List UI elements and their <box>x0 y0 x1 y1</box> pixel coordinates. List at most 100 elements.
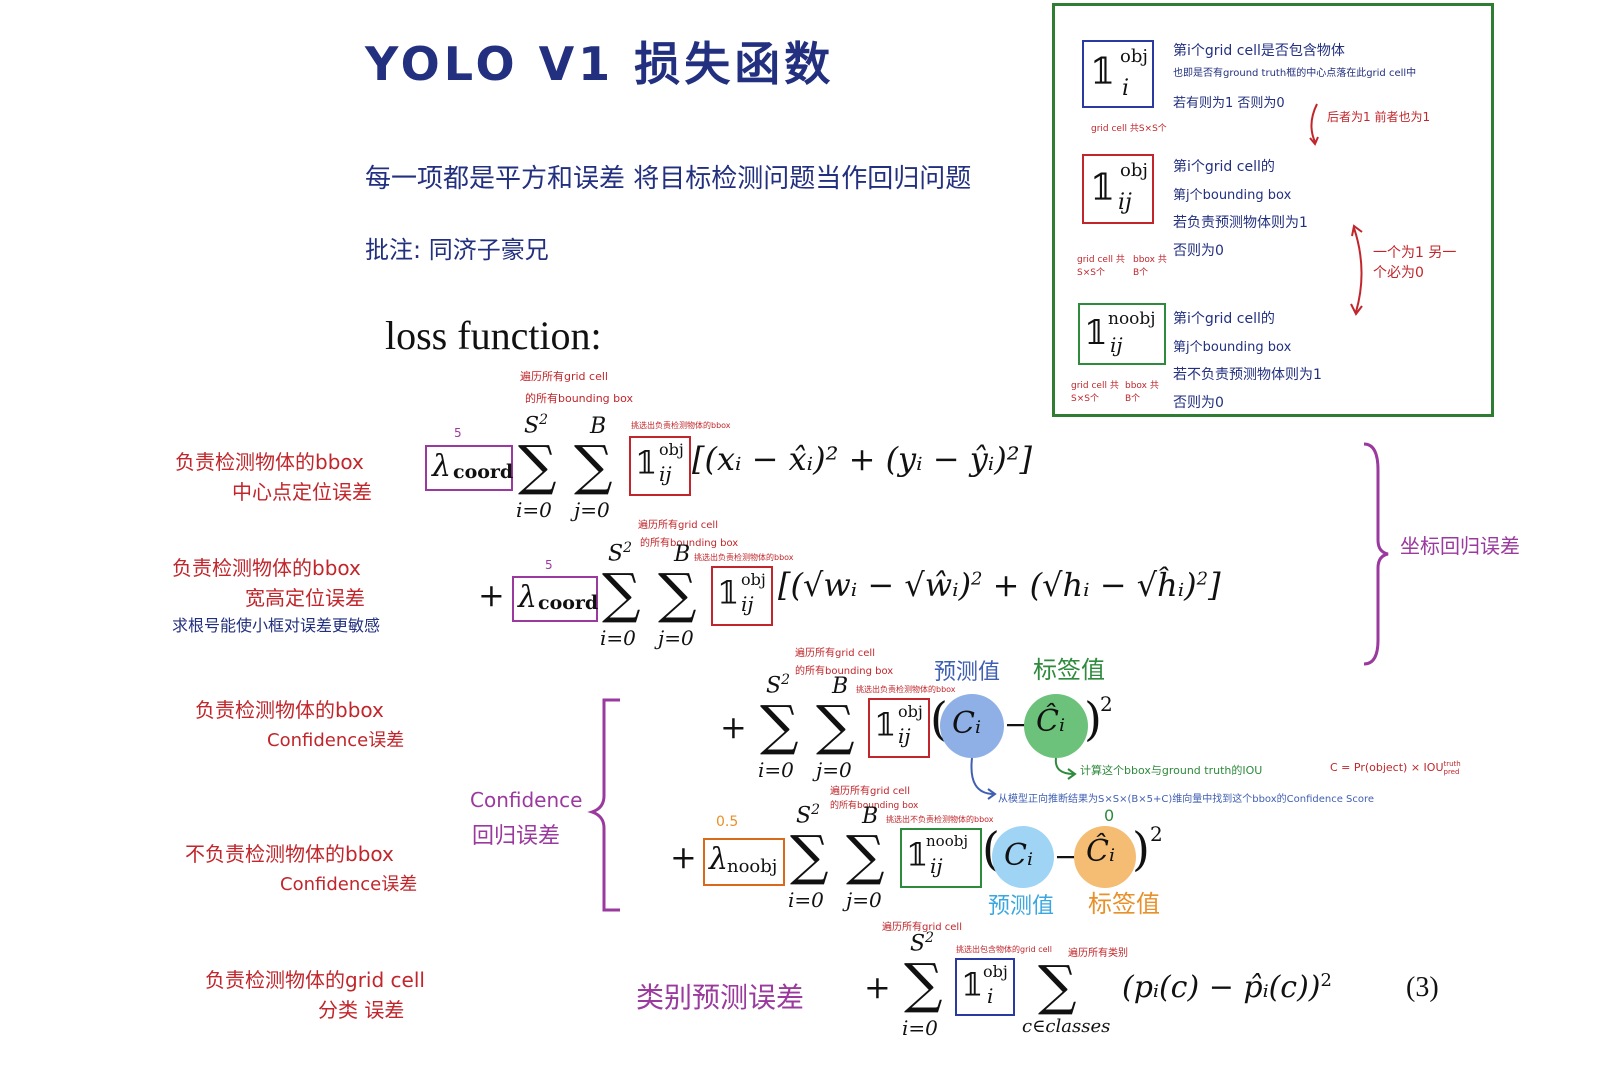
lambda-symbol: λ <box>518 580 538 615</box>
sum-bot-j: j=0 <box>846 888 882 912</box>
traverse-note-r4a: 遍历所有grid cell <box>830 786 910 797</box>
plus-r3: + <box>720 708 747 746</box>
sq-r4: 2 <box>1150 822 1163 846</box>
confidence-bracket <box>587 698 620 912</box>
term-class: (pᵢ(c) − p̂ᵢ(c))2 <box>1122 970 1332 1005</box>
sum-i-r1: S2 ∑ i=0 <box>514 412 566 522</box>
legend-item2-line1: 第i个grid cell的 <box>1173 159 1275 175</box>
term-w: [(√wᵢ − √ŵᵢ) <box>778 566 972 604</box>
term-class-body: (pᵢ(c) − p̂ᵢ(c)) <box>1122 970 1321 1005</box>
sigma-symbol: ∑ <box>574 434 613 497</box>
note-coord-wh-1: 负责检测物体的bbox <box>172 556 361 580</box>
indicator-symbol: 𝟙 <box>961 966 984 1004</box>
indicator-symbol: 𝟙 <box>1090 52 1116 93</box>
sum-i-r3: S2 ∑ i=0 <box>756 672 808 782</box>
pick-note-r1: 挑选出负责检测物体的bbox <box>631 421 731 430</box>
sum-top-s: S2 <box>524 412 548 439</box>
pick-note-r2: 挑选出负责检测物体的bbox <box>694 553 794 562</box>
sigma-symbol: ∑ <box>790 824 829 887</box>
arrow-down-icon <box>1309 103 1319 146</box>
c-formula-sup: truth <box>1443 760 1461 768</box>
lambda-coord-box-r2: λ coord <box>512 576 598 622</box>
sigma-symbol: ∑ <box>904 952 943 1015</box>
indicator-symbol: 𝟙 <box>1084 313 1108 353</box>
ci-hat-circle-r3 <box>1024 694 1088 758</box>
note-conf-noresp-1: 不负责检测物体的bbox <box>185 842 394 866</box>
indicator-noobj-ij-box: 𝟙 noobj ij <box>1078 303 1166 365</box>
legend-item3-line2: 第j个bounding box <box>1173 340 1292 355</box>
zero-label: 0 <box>1104 806 1115 825</box>
indicator-sup: noobj <box>1108 309 1156 329</box>
legend-item3-line3: 若不负责预测物体则为1 <box>1173 367 1322 383</box>
confidence-error-label-2: 回归误差 <box>472 824 561 849</box>
pick-note-r3: 挑选出负责检测物体的bbox <box>856 685 956 694</box>
sum-j-r2: B ∑ j=0 <box>654 540 708 650</box>
legend-item2-line4: 否则为0 <box>1173 243 1224 259</box>
sigma-symbol: ∑ <box>602 562 641 625</box>
note-coord-center-2: 中心点定位误差 <box>232 480 372 504</box>
lambda-sub-coord: coord <box>538 592 599 614</box>
note-conf-noresp-2: Confidence误差 <box>280 874 418 895</box>
coord-bracket <box>1363 442 1389 666</box>
sum-top-b: B <box>590 414 607 439</box>
traverse-note-r5: 遍历所有grid cell <box>882 922 962 933</box>
sum-bot-i: i=0 <box>758 758 794 782</box>
traverse-note-r3b: 的所有bounding box <box>795 666 894 677</box>
note-conf-resp-1: 负责检测物体的bbox <box>195 698 384 722</box>
sum-top-s: S2 <box>910 930 934 957</box>
iou-arrow-icon <box>1054 757 1077 780</box>
sum-top-b: B <box>832 674 849 699</box>
sum-top-s: S2 <box>608 540 632 567</box>
sum-top-b: B <box>674 542 691 567</box>
sum-i-r2: S2 ∑ i=0 <box>598 540 650 650</box>
ci-hat-r3: Ĉᵢ <box>1036 704 1065 739</box>
sum-i-r4: S2 ∑ i=0 <box>786 802 838 912</box>
pred-value-label-r3: 预测值 <box>934 660 1001 685</box>
sigma-symbol: ∑ <box>658 562 697 625</box>
legend-box: 𝟙 obj i 第i个grid cell是否包含物体 也即是否有ground t… <box>1052 3 1494 417</box>
indicator-obj-ij-r3: 𝟙 obj ij <box>868 698 930 758</box>
sum-j-r1: B ∑ j=0 <box>570 412 624 522</box>
sum-bot-j: j=0 <box>816 758 852 782</box>
legend-item1-below: grid cell 共S×S个 <box>1091 124 1167 134</box>
sigma-symbol: ∑ <box>846 824 885 887</box>
sigma-symbol: ∑ <box>518 434 557 497</box>
sum-j-r4: B ∑ j=0 <box>842 802 896 912</box>
c-formula-main: C = Pr(object) × IOU <box>1330 761 1444 774</box>
indicator-symbol: 𝟙 <box>1090 168 1116 209</box>
lambda-noobj-value: 0.5 <box>716 814 739 830</box>
sum-bot-i: i=0 <box>902 1016 938 1040</box>
indicator-sup: obj <box>1120 46 1148 67</box>
term-close: ] <box>1208 566 1221 604</box>
subtitle: 每一项都是平方和误差 将目标检测问题当作回归问题 <box>365 164 972 194</box>
legend-item3-line4: 否则为0 <box>1173 395 1224 411</box>
indicator-obj-i-r5: 𝟙 obj i <box>955 958 1015 1016</box>
ci-r3: Cᵢ <box>952 706 981 741</box>
lambda-noobj-box: λ noobj <box>703 838 785 886</box>
indicator-noobj-ij-r4: 𝟙 noobj ij <box>900 828 982 888</box>
indicator-obj-ij-box: 𝟙 obj ij <box>1082 154 1154 224</box>
indicator-sub: ij <box>659 462 672 486</box>
indicator-sup: obj <box>1120 160 1148 181</box>
traverse-note-r1a: 遍历所有grid cell <box>520 370 608 383</box>
sum-bot-i: i=0 <box>788 888 824 912</box>
traverse-note-r4b: 的所有bounding box <box>830 801 919 811</box>
confidence-error-label-1: Confidence <box>470 788 583 812</box>
note-coord-wh-2: 宽高定位误差 <box>245 586 365 610</box>
lambda-symbol: λ <box>709 842 729 877</box>
ci-r4: Cᵢ <box>1004 838 1033 873</box>
sum-bot-c: c∈classes <box>1022 1016 1111 1037</box>
legend-item2-line2: 第j个bounding box <box>1173 188 1292 203</box>
c-formula-sub: pred <box>1443 768 1460 776</box>
sum-bot-i: i=0 <box>600 626 636 650</box>
sum-j-r3: B ∑ j=0 <box>812 672 866 782</box>
indicator-symbol: 𝟙 <box>717 574 740 612</box>
indicator-sup: obj <box>898 702 923 721</box>
note-coord-center-1: 负责检测物体的bbox <box>175 450 364 474</box>
lambda-coord-value-r1: 5 <box>454 426 462 440</box>
indicator-sub: ij <box>1110 333 1123 357</box>
sum-bot-i: i=0 <box>516 498 552 522</box>
paren-close-r3: ) <box>1084 692 1102 746</box>
legend-item1-line1: 第i个grid cell是否包含物体 <box>1173 43 1345 59</box>
pred-value-label-r4: 预测值 <box>988 894 1055 919</box>
